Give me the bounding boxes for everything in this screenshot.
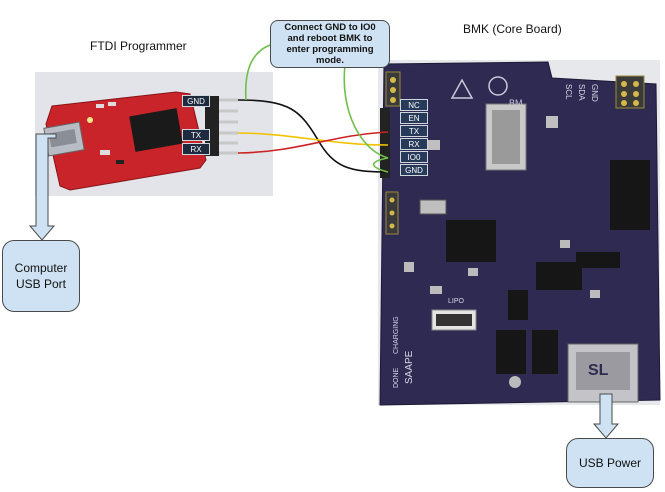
- lipo-label: LIPO: [448, 298, 464, 305]
- bm-label: BM: [509, 98, 523, 108]
- bmk-pin-nc: NC: [400, 99, 428, 111]
- jumper-wire: [343, 64, 389, 173]
- bmk-pin-en: EN: [400, 112, 428, 124]
- programming-mode-callout: Connect GND to IO0 and reboot BMK to ent…: [270, 20, 390, 68]
- power-arrow: [592, 393, 620, 439]
- computer-usb-port-box: Computer USB Port: [2, 240, 80, 312]
- gnd-wire: [237, 99, 389, 173]
- bmk-title: BMK (Core Board): [463, 22, 562, 36]
- ftdi-board: [43, 91, 238, 191]
- bmk-pin-gnd: GND: [400, 164, 428, 176]
- rx-wire: [237, 131, 389, 154]
- sda-label: SDA: [577, 84, 586, 101]
- bmk-pin-rx: RX: [400, 138, 428, 150]
- computer-arrow: [28, 133, 57, 241]
- ftdi-title: FTDI Programmer: [90, 39, 187, 53]
- ftdi-pin-tx: TX: [182, 129, 210, 141]
- charging-label: CHARGING: [393, 316, 400, 354]
- scl-label: SCL: [564, 84, 573, 100]
- usb-silk-label: SL: [588, 362, 609, 379]
- done-label: DONE: [393, 367, 400, 388]
- bmk-pin-io0: IO0: [400, 151, 428, 163]
- usb-power-box: USB Power: [566, 438, 654, 488]
- ftdi-pin-gnd: GND: [182, 95, 210, 107]
- bmk-pin-tx: TX: [400, 125, 428, 137]
- saape-label: SAAPE: [404, 350, 415, 384]
- bmk-board: [379, 61, 661, 406]
- tx-wire: [237, 132, 389, 146]
- ftdi-pin-rx: RX: [182, 143, 210, 155]
- wires: [237, 44, 389, 173]
- gnd-silk-label: GND: [590, 84, 599, 102]
